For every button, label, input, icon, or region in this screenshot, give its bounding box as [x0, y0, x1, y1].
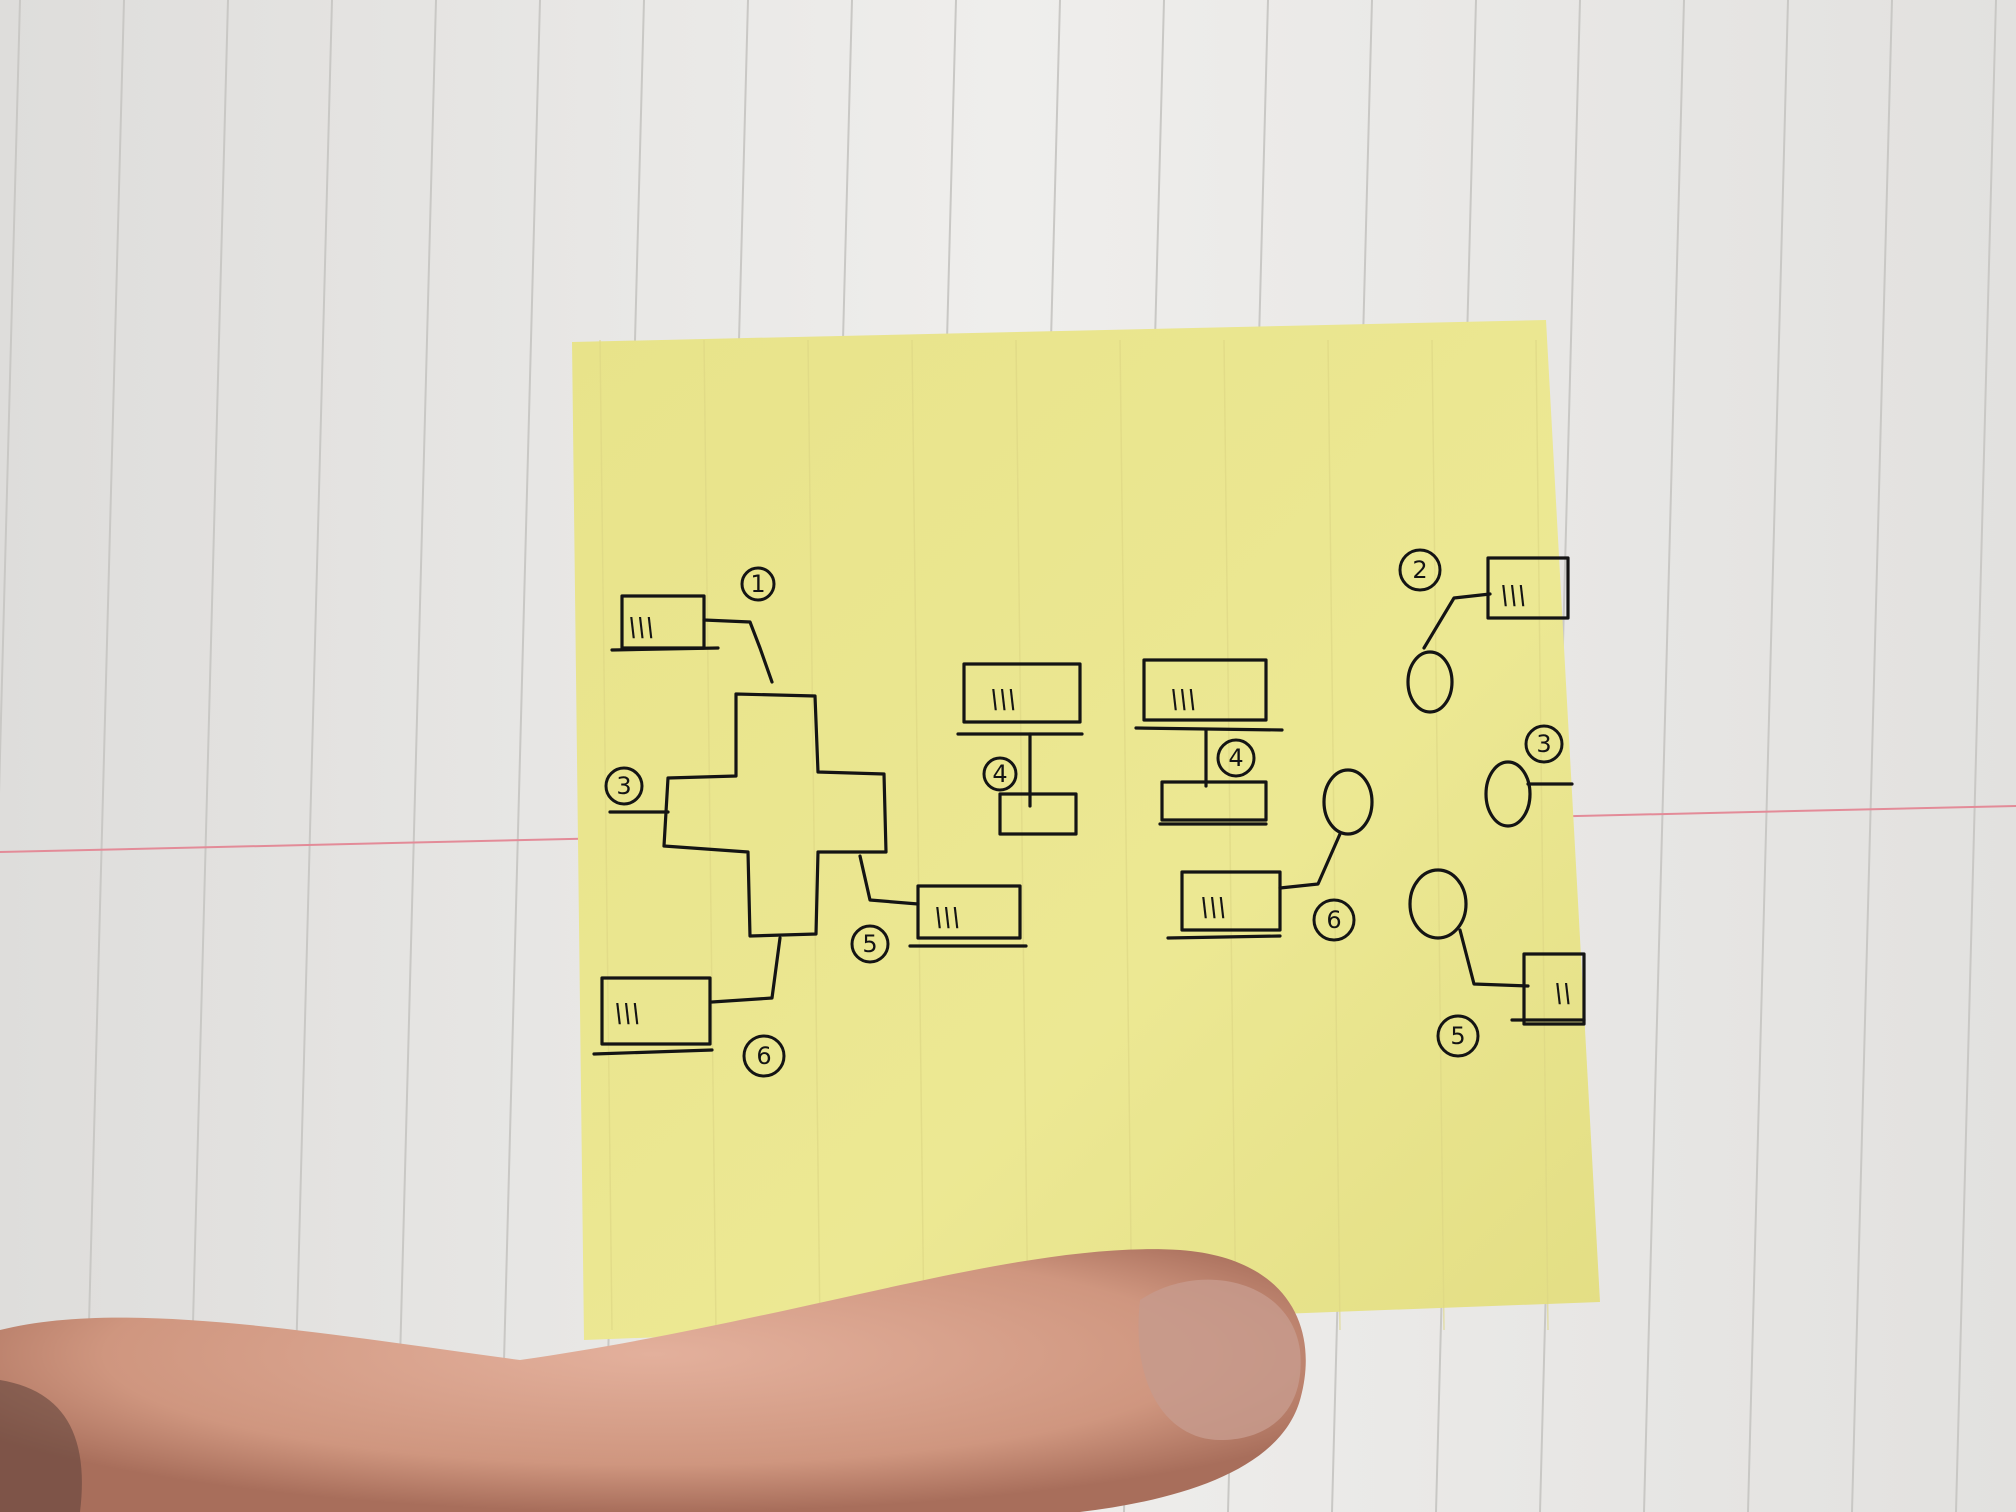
hatch-7: \\\: [1500, 581, 1526, 611]
label-circle-bottom: 5: [1436, 1014, 1480, 1058]
finger: [0, 1249, 1306, 1512]
cross-shape: [662, 692, 888, 938]
number-labels: 1 3 5 6 4 4 6 2: [604, 548, 1564, 1078]
note-rule: [1327, 339, 1341, 1331]
note-faint-rules: [599, 339, 1549, 1331]
hatch-8: \\: [1554, 979, 1572, 1009]
right-column: [1406, 556, 1586, 1026]
label-pedestal-b: 4: [1216, 738, 1256, 778]
note-rule: [1431, 339, 1445, 1331]
label-circle-top: 2: [1398, 548, 1442, 592]
label-box-right: 6: [1312, 898, 1356, 942]
paper-rule: [187, 0, 229, 1512]
box-right-top: [1486, 556, 1570, 620]
sketch: [592, 556, 1586, 1056]
svg-text:2: 2: [1412, 556, 1427, 584]
box-right-bottom: [1522, 952, 1586, 1026]
circle-right-mid: [1484, 760, 1532, 828]
note-rule: [911, 339, 925, 1331]
circle-box-group: [1166, 768, 1374, 940]
svg-text:6: 6: [1326, 906, 1341, 934]
label-cross-top: 1: [740, 566, 776, 602]
box-bottom-left: [600, 976, 712, 1046]
paper-rule: [1643, 0, 1685, 1512]
hatch-4: \\\: [990, 685, 1016, 715]
label-pedestal-a: 4: [982, 756, 1018, 792]
svg-text:4: 4: [1228, 744, 1243, 772]
note-rule: [1535, 339, 1549, 1331]
paper-rule: [83, 0, 125, 1512]
hatch-3: \\\: [934, 903, 960, 933]
note-rule: [1119, 339, 1133, 1331]
label-cross-right: 5: [850, 924, 890, 964]
note-rule: [703, 339, 717, 1331]
svg-text:5: 5: [1450, 1022, 1465, 1050]
svg-text:3: 3: [1536, 730, 1551, 758]
paper-rule: [499, 0, 541, 1512]
svg-text:4: 4: [992, 760, 1007, 788]
hatch-1: \\\: [628, 613, 654, 643]
label-cross-bottom: 6: [742, 1034, 786, 1078]
hatch-marks: \\\ \\\ \\\ \\\ \\\ \\\ \\\ \\: [614, 581, 1572, 1029]
fingernail: [1138, 1279, 1301, 1440]
pedestal-a-top: [962, 662, 1082, 724]
paper-rule: [1851, 0, 1893, 1512]
paper-rule: [1747, 0, 1789, 1512]
note-rule: [807, 339, 821, 1331]
circle-node: [1322, 768, 1374, 836]
paper-rule: [395, 0, 437, 1512]
label-cross-left: 3: [604, 766, 644, 806]
note-rule: [1223, 339, 1237, 1331]
box-cross-right: [916, 884, 1022, 940]
paper-rule: [1955, 0, 1997, 1512]
sticky-note: [572, 320, 1600, 1340]
pedestal-b: [1134, 658, 1284, 826]
note-rule: [599, 339, 613, 1331]
paper-rule: [291, 0, 333, 1512]
pedestal-a: [956, 662, 1084, 836]
svg-text:3: 3: [616, 772, 631, 800]
paper-rule: [0, 0, 21, 794]
pedestal-a-base: [998, 792, 1078, 836]
hatch-2: \\\: [614, 999, 640, 1029]
svg-text:5: 5: [862, 930, 877, 958]
circle-right-bottom: [1408, 868, 1468, 940]
svg-text:6: 6: [756, 1042, 771, 1070]
pedestal-b-base: [1160, 780, 1268, 822]
hatch-5: \\\: [1170, 685, 1196, 715]
circle-right-top: [1406, 650, 1454, 714]
hatch-6: \\\: [1200, 893, 1226, 923]
label-circle-mid: 3: [1524, 724, 1564, 764]
svg-text:1: 1: [750, 570, 765, 598]
pedestal-b-top: [1142, 658, 1268, 722]
cross-diagram: [592, 594, 1028, 1056]
box-lower-middle: [1180, 870, 1282, 932]
